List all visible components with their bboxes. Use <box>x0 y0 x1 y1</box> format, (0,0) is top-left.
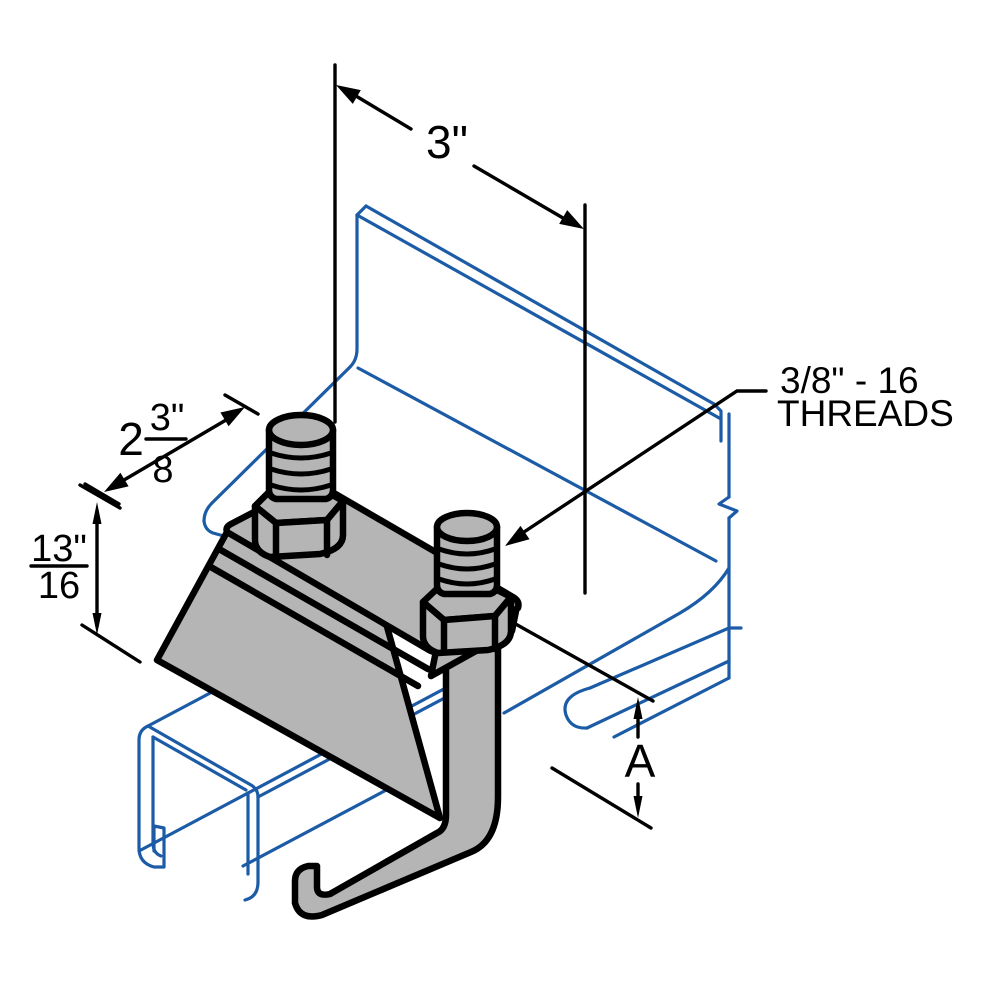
bolt-front-stud <box>265 426 337 503</box>
leader-line <box>522 389 768 534</box>
bolt-front <box>251 411 347 562</box>
dim-line-left-half <box>354 94 413 131</box>
ext-line-upper <box>510 620 655 703</box>
dim-line-right-half <box>472 164 565 220</box>
arrowhead <box>220 407 245 427</box>
beam-web-top-chamfer <box>355 204 368 217</box>
arrowhead <box>633 796 643 818</box>
ext-line-lower <box>550 766 653 830</box>
arrowhead <box>336 85 361 104</box>
ext-tick-bottom <box>80 623 142 664</box>
arrowhead <box>505 525 530 546</box>
bolt-front-stud-top <box>265 411 337 449</box>
arrowhead <box>92 613 102 635</box>
plate-width-denominator: 8 <box>152 449 173 491</box>
plate-height-numerator: 13" <box>31 528 87 570</box>
dimension-plate-height: 13" 16 <box>29 483 142 664</box>
strut-end-outer <box>137 724 166 869</box>
strut-end-backwall <box>243 791 260 902</box>
clamp-hook <box>291 634 502 920</box>
beam-web-flange-junction <box>356 366 718 563</box>
beam-lip-band-cap <box>563 686 592 730</box>
beam <box>202 204 743 739</box>
strut-end-inner <box>151 735 163 858</box>
ext-tick-upper <box>223 393 260 416</box>
beam-lip-band-bottom <box>585 659 731 730</box>
dim-line <box>122 418 228 482</box>
clamp-bend-line-1 <box>215 545 432 673</box>
dimension-plate-width: 2 3" 8 <box>83 393 260 506</box>
plate-height-denominator: 16 <box>38 565 80 607</box>
dimension-top-width: 3" <box>333 63 587 595</box>
gap-label: A <box>625 735 656 787</box>
beam-flange-sweep <box>502 566 731 715</box>
bolt-rear-stud <box>433 523 501 598</box>
bolt-rear <box>419 509 515 657</box>
thread-note-line1: 3/8" - 16 <box>780 360 919 401</box>
plate-width-numerator: 3" <box>150 397 185 439</box>
beam-web-left-edge <box>348 213 359 369</box>
arrowhead <box>559 210 584 229</box>
beam-flange-left-edge <box>202 365 352 523</box>
beam-web-top-edge <box>364 204 716 406</box>
strut-lip-edge <box>241 785 394 868</box>
arrowhead <box>104 472 129 492</box>
strut-end-top <box>146 724 260 799</box>
ext-tick-top <box>78 483 122 510</box>
bolt-front-threads <box>268 450 334 493</box>
dimension-gap: A <box>510 620 656 830</box>
ext-tick-lower <box>83 482 121 506</box>
bolt-rear-threads <box>436 546 498 587</box>
thread-callout: 3/8" - 16 THREADS <box>505 360 954 546</box>
bolt-rear-stud-top <box>433 509 501 545</box>
beam-web-front-top-edge <box>355 213 723 421</box>
beam-lip-band-top <box>588 626 743 690</box>
clamp-bend-line-2 <box>205 562 422 690</box>
plate-width-whole: 2 <box>118 413 144 465</box>
arrowhead <box>633 697 643 719</box>
beam-break-line <box>717 495 739 520</box>
dim-top-width-label: 3" <box>426 116 468 168</box>
beam-lip-band-lower <box>612 676 731 739</box>
beam-flange-tip <box>202 519 233 540</box>
thread-note-line2: THREADS <box>777 393 954 434</box>
